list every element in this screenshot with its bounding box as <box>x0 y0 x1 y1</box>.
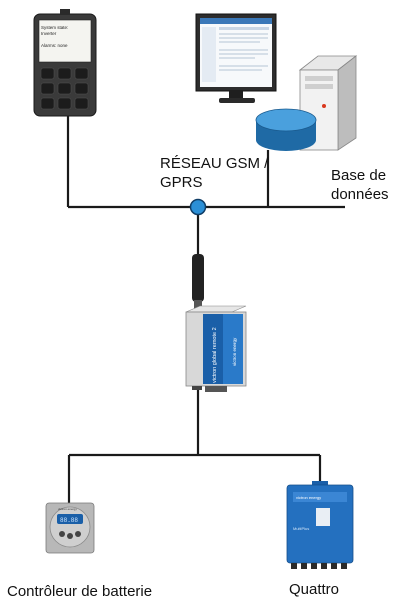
network-label-line-1: RÉSEAU GSM / <box>160 155 269 172</box>
quattro-device: victron energy MultiPlus <box>286 481 354 569</box>
database-cylinder <box>255 108 317 151</box>
phone-keypad <box>40 67 89 110</box>
gateway-logo-text: victron energy <box>232 337 237 366</box>
phone-screen-line-1: System state: <box>41 25 68 30</box>
battery-monitor-label: Contrôleur de batterie <box>7 583 153 600</box>
battery-monitor-device: 88.88 victron energy <box>45 502 95 554</box>
gateway-device: victron global remote 2 victron energy <box>185 305 247 392</box>
quattro-name-text: MultiPlus <box>293 526 309 531</box>
quattro-brand-text: victron energy <box>296 495 321 500</box>
network-label: RÉSEAU GSM / GPRS <box>160 154 268 192</box>
network-node <box>189 198 207 216</box>
database-label-line-2: données <box>331 186 389 203</box>
connection-lines <box>66 116 345 503</box>
quattro-label: Quattro <box>289 581 340 598</box>
phone-device: System state: Inverter Alarms: none <box>33 9 97 117</box>
quattro-feet <box>291 563 347 569</box>
gateway-brand-text: victron global remote 2 <box>212 327 218 383</box>
phone-screen-line-3: Alarms: none <box>41 43 68 48</box>
battery-monitor-brand-text: victron energy <box>58 507 77 511</box>
database-label-line-1: Base de <box>331 167 387 184</box>
phone-screen-line-2: Inverter <box>41 31 57 36</box>
battery-monitor-display: 88.88 <box>60 517 78 524</box>
network-label-line-2: GPRS <box>160 174 203 191</box>
monitor-device <box>195 13 277 103</box>
gateway-antenna <box>192 254 204 310</box>
database-label: Base de données <box>331 166 389 204</box>
